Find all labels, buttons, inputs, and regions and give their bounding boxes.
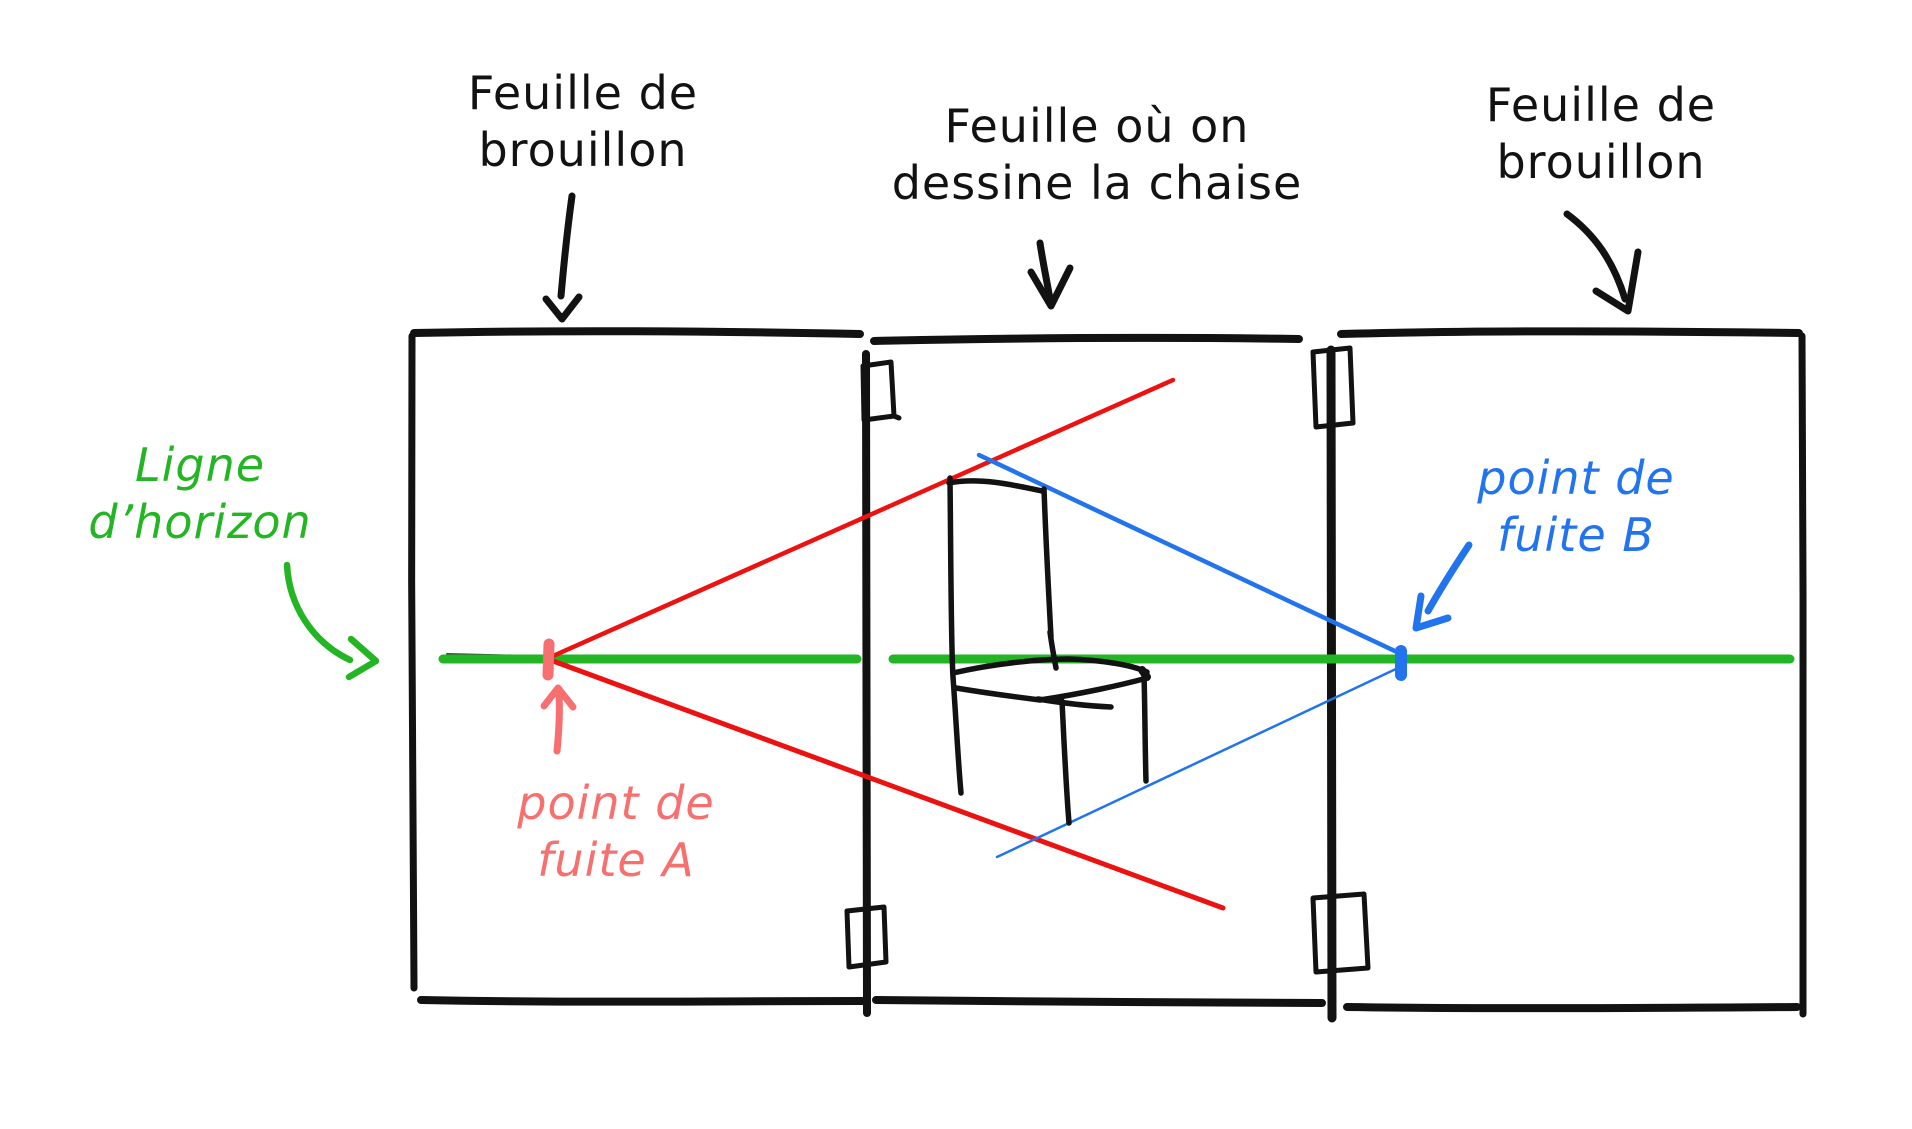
label-vp-b-line2: fuite B <box>1497 508 1655 562</box>
vanishing-line-a-upper <box>550 377 1176 659</box>
arrow-vp-b-label <box>1424 541 1473 615</box>
tape-top-left-joint <box>860 359 902 423</box>
label-vanishing-point-a: point de fuite A <box>466 775 766 889</box>
label-vanishing-point-b: point de fuite B <box>1426 450 1726 564</box>
sheet-left-bottom-edge <box>417 996 866 1006</box>
arrow-sheet-middle <box>1036 239 1054 303</box>
arrow-horizon-label-head <box>345 635 380 681</box>
label-vp-a-line2: fuite A <box>537 833 695 887</box>
label-sheet-right: Feuille de brouillon <box>1451 77 1751 191</box>
arrow-vp-a-label-head <box>540 684 577 711</box>
chair-seat-front-edge <box>953 675 1150 703</box>
chair-sketch <box>946 475 1151 826</box>
chair-back-left-post <box>947 475 964 796</box>
label-sheet-left-line2: brouillon <box>478 123 688 177</box>
vanishing-point-a-marker <box>542 638 555 681</box>
vanishing-line-a-lower <box>550 658 1226 911</box>
label-sheet-middle-line2: dessine la chaise <box>891 156 1303 210</box>
chair-seat-corner <box>1138 666 1151 681</box>
label-horizon-line1: Ligne <box>134 438 266 492</box>
label-sheet-left: Feuille de brouillon <box>433 65 733 179</box>
label-horizon-line2: d’horizon <box>88 495 312 549</box>
tape-bottom-left-joint <box>844 904 889 970</box>
sheet-middle-top-edge <box>870 333 1303 345</box>
label-vp-a-line1: point de <box>517 776 715 830</box>
chair-right-leg <box>1141 671 1149 784</box>
sheet-middle-bottom-edge <box>872 996 1326 1007</box>
label-sheet-right-line2: brouillon <box>1496 135 1706 189</box>
label-sheet-right-line1: Feuille de <box>1485 78 1717 132</box>
chair-stretcher <box>1035 696 1114 710</box>
chair-seat-back-edge <box>950 656 1150 676</box>
sheet-joint-right <box>1326 345 1337 1023</box>
arrow-vp-a-label <box>553 689 563 755</box>
sheet-left-top-edge <box>410 327 864 338</box>
arrow-sheet-left-head <box>542 293 583 323</box>
tape-top-right-joint <box>1310 345 1356 430</box>
arrow-vp-b-label-head <box>1412 592 1452 632</box>
label-vp-b-line1: point de <box>1477 451 1675 505</box>
arrow-sheet-middle-head <box>1027 264 1074 310</box>
sheet-right-right-edge <box>1798 332 1807 1018</box>
sheet-right-top-edge <box>1337 327 1803 338</box>
chair-front-leg <box>1059 698 1072 826</box>
vanishing-line-b-lower <box>995 666 1400 859</box>
label-horizon-line: Ligne d’horizon <box>50 437 350 551</box>
chair-back-right-post <box>1041 486 1054 640</box>
label-sheet-left-line1: Feuille de <box>467 66 699 120</box>
label-sheet-middle: Feuille où on dessine la chaise <box>887 98 1307 212</box>
sheet-right-bottom-edge <box>1343 1003 1801 1013</box>
label-sheet-middle-line1: Feuille où on <box>944 99 1250 153</box>
arrow-sheet-right-head <box>1592 248 1642 315</box>
arrow-sheet-left <box>557 192 576 300</box>
chair-back-right-post-lower <box>1047 629 1059 671</box>
arrow-sheet-right <box>1563 210 1629 303</box>
tape-bottom-right-joint <box>1310 891 1371 975</box>
sheet-left-left-edge <box>408 332 418 992</box>
vanishing-line-b-upper <box>976 452 1402 656</box>
arrow-horizon-label <box>283 561 354 664</box>
chair-top-rail <box>946 478 1045 494</box>
sheet-joint-left <box>862 350 871 1017</box>
